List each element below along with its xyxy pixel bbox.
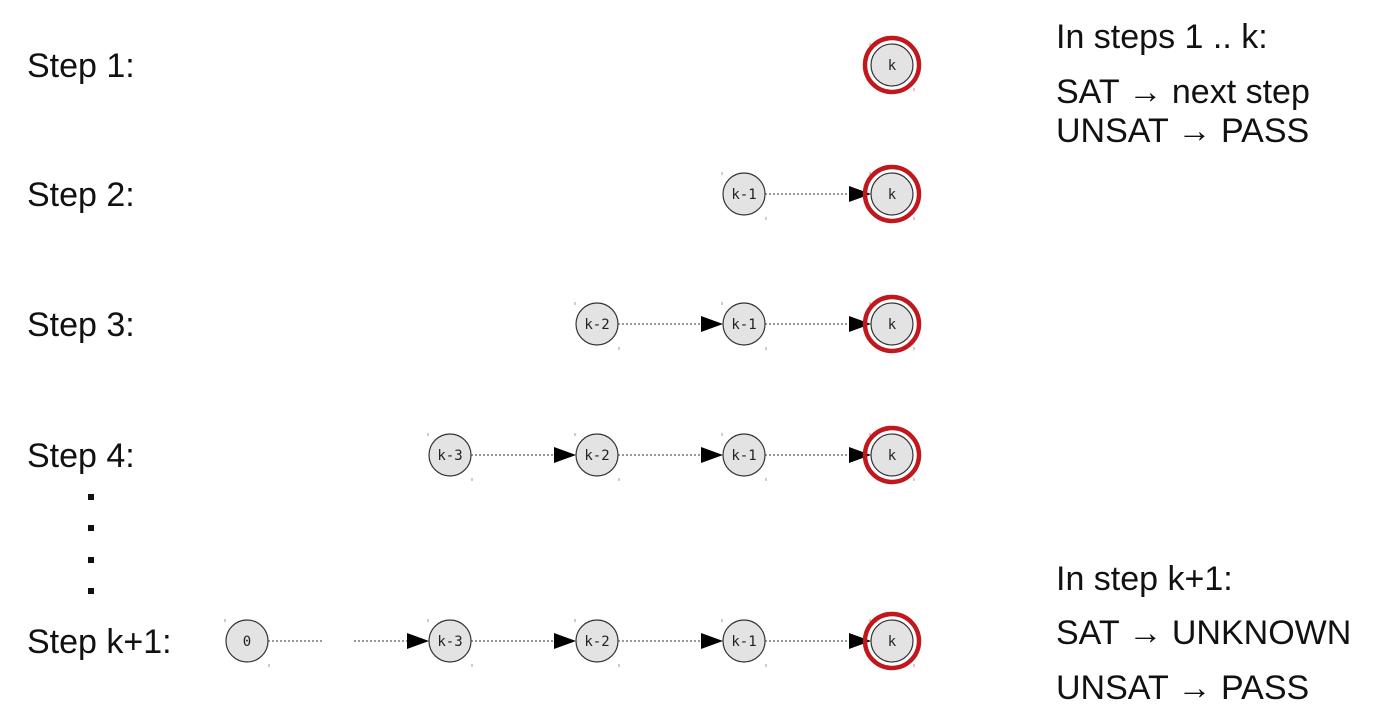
arrowhead bbox=[554, 447, 576, 463]
rules-first-line-sat: SAT → next step bbox=[1056, 73, 1310, 111]
rules-first-heading: In steps 1 .. k: bbox=[1056, 18, 1268, 56]
node-circle bbox=[870, 433, 914, 477]
node-circle bbox=[575, 433, 619, 477]
step-row: Step 3: k-2 k-1 k bbox=[27, 294, 922, 354]
state-node: k-2 bbox=[574, 302, 620, 350]
node-label: k bbox=[888, 448, 897, 464]
target-ring bbox=[862, 611, 922, 671]
node-label: k-1 bbox=[731, 317, 756, 333]
node-label: k bbox=[888, 187, 897, 203]
node-circle bbox=[225, 619, 269, 663]
node-label: k bbox=[888, 58, 897, 74]
node-circle bbox=[722, 172, 766, 216]
node-label: k-2 bbox=[584, 448, 609, 464]
target-node: k bbox=[862, 425, 922, 485]
ellipsis-dot bbox=[88, 494, 94, 500]
target-node: k bbox=[862, 164, 922, 224]
rules-second-line-unsat: UNSAT → PASS bbox=[1056, 669, 1309, 707]
target-node: k bbox=[862, 294, 922, 354]
node-label: k-1 bbox=[731, 187, 756, 203]
step-row: Step k+1: 0 k-3 k-2 k-1 k bbox=[27, 611, 922, 671]
arrowhead bbox=[701, 316, 723, 332]
arrowhead bbox=[849, 633, 871, 649]
arrowhead bbox=[701, 447, 723, 463]
step-label: Step 2: bbox=[27, 176, 135, 214]
step-label: Step 1: bbox=[27, 47, 135, 85]
rules-panel: In steps 1 .. k: SAT → next step UNSAT →… bbox=[1056, 18, 1351, 707]
target-ring bbox=[862, 294, 922, 354]
step-row: Step 1: k bbox=[27, 35, 922, 95]
node-label: 0 bbox=[243, 634, 251, 650]
arrowhead bbox=[849, 447, 871, 463]
vertical-ellipsis bbox=[88, 494, 94, 594]
target-node: k bbox=[862, 35, 922, 95]
node-circle bbox=[722, 619, 766, 663]
state-node: k-1 bbox=[721, 619, 767, 667]
node-circle bbox=[575, 302, 619, 346]
arrowhead bbox=[554, 633, 576, 649]
rules-second-heading: In step k+1: bbox=[1056, 560, 1233, 598]
rules-first-line-unsat: UNSAT → PASS bbox=[1056, 112, 1309, 150]
arrowhead bbox=[701, 633, 723, 649]
step-row: Step 4: k-3 k-2 k-1 k bbox=[27, 425, 922, 485]
step-label: Step 3: bbox=[27, 306, 135, 344]
target-ring bbox=[862, 425, 922, 485]
node-circle bbox=[870, 302, 914, 346]
state-node: k-3 bbox=[427, 433, 473, 481]
state-node: k-1 bbox=[721, 302, 767, 350]
rules-second-line-sat: SAT → UNKNOWN bbox=[1056, 614, 1351, 652]
node-label: k-3 bbox=[437, 634, 462, 650]
target-node: k bbox=[862, 611, 922, 671]
ellipsis-dot bbox=[88, 557, 94, 563]
step-row: Step 2: k-1 k bbox=[27, 164, 922, 224]
node-circle bbox=[722, 433, 766, 477]
arrowhead bbox=[849, 316, 871, 332]
state-node: k-2 bbox=[574, 433, 620, 481]
step-label: Step k+1: bbox=[27, 623, 172, 661]
node-circle bbox=[870, 619, 914, 663]
node-label: k-2 bbox=[584, 634, 609, 650]
node-label: k-1 bbox=[731, 634, 756, 650]
state-node: k-3 bbox=[427, 619, 473, 667]
node-label: k-2 bbox=[584, 317, 609, 333]
arrowhead bbox=[849, 186, 871, 202]
node-circle bbox=[428, 619, 472, 663]
state-node: k-1 bbox=[721, 433, 767, 481]
arrowhead bbox=[407, 633, 429, 649]
target-ring bbox=[862, 35, 922, 95]
ellipsis-dot bbox=[88, 525, 94, 531]
node-circle bbox=[575, 619, 619, 663]
node-circle bbox=[870, 43, 914, 87]
node-circle bbox=[722, 302, 766, 346]
node-circle bbox=[428, 433, 472, 477]
node-label: k bbox=[888, 317, 897, 333]
node-label: k-1 bbox=[731, 448, 756, 464]
node-label: k bbox=[888, 634, 897, 650]
step-label: Step 4: bbox=[27, 437, 135, 475]
state-node: k-1 bbox=[721, 172, 767, 220]
node-circle bbox=[870, 172, 914, 216]
state-node: 0 bbox=[224, 619, 270, 667]
ellipsis-dot bbox=[88, 588, 94, 594]
target-ring bbox=[862, 164, 922, 224]
node-label: k-3 bbox=[437, 448, 462, 464]
state-node: k-2 bbox=[574, 619, 620, 667]
